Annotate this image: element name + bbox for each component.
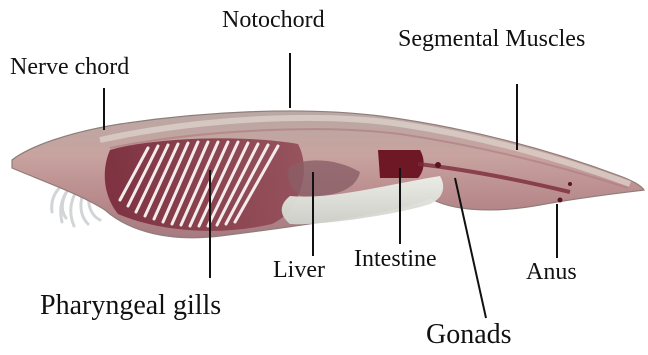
label-pharyngeal-gills: Pharyngeal gills bbox=[40, 292, 221, 320]
anus-spot bbox=[558, 198, 563, 203]
tail-spot bbox=[568, 182, 572, 186]
label-liver: Liver bbox=[273, 258, 325, 282]
label-nerve-chord: Nerve chord bbox=[10, 55, 129, 79]
label-intestine: Intestine bbox=[354, 247, 437, 271]
gonad-spot bbox=[435, 162, 441, 168]
label-gonads: Gonads bbox=[426, 321, 512, 349]
label-segmental-muscles: Segmental Muscles bbox=[398, 27, 585, 51]
label-anus: Anus bbox=[526, 260, 577, 284]
label-notochord: Notochord bbox=[222, 8, 325, 32]
